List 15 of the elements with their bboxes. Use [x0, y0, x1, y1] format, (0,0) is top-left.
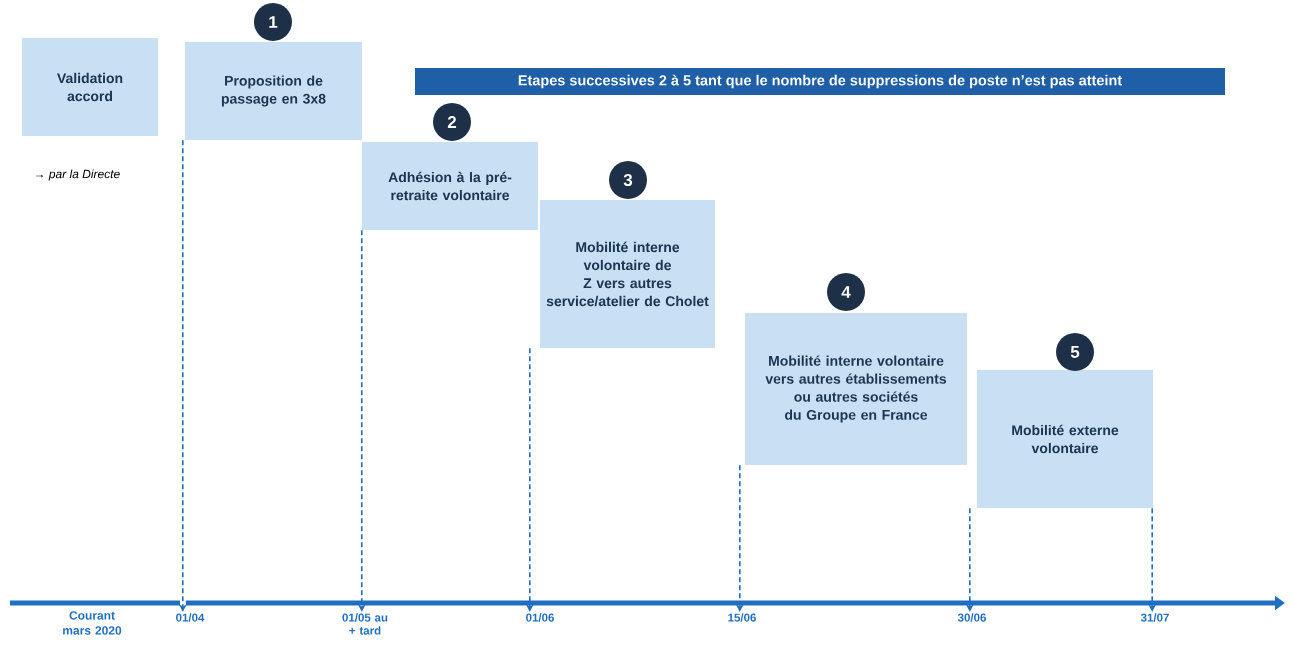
step-box: Validation accord	[22, 38, 158, 136]
step-box: Mobilité externe volontaire	[977, 370, 1153, 508]
date-label: 31/07	[1140, 613, 1169, 622]
banner: Etapes successives 2 à 5 tant que le nombre de suppressions de poste n’est pas atteint	[415, 68, 1225, 95]
time-label: Courant mars 2020	[63, 611, 122, 635]
date-label: 01/05 au + tard	[342, 613, 388, 635]
step-box: Proposition de passage en 3x8	[185, 42, 362, 140]
step-box: Mobilité interne volontaire de Z vers autres service/atelier de Cholet	[540, 200, 715, 348]
step-box: Adhésion à la pré-retraite volontaire	[362, 142, 538, 230]
date-label: 30/06	[957, 613, 986, 622]
note: → par la Directe	[36, 169, 120, 181]
date-label: 01/04	[176, 613, 205, 622]
date-label: 15/06	[728, 613, 756, 622]
step-box: Mobilité interne volontaire vers autres établissements ou autres sociétés du Groupe en France	[745, 313, 967, 465]
date-label: 01/06	[526, 613, 554, 622]
